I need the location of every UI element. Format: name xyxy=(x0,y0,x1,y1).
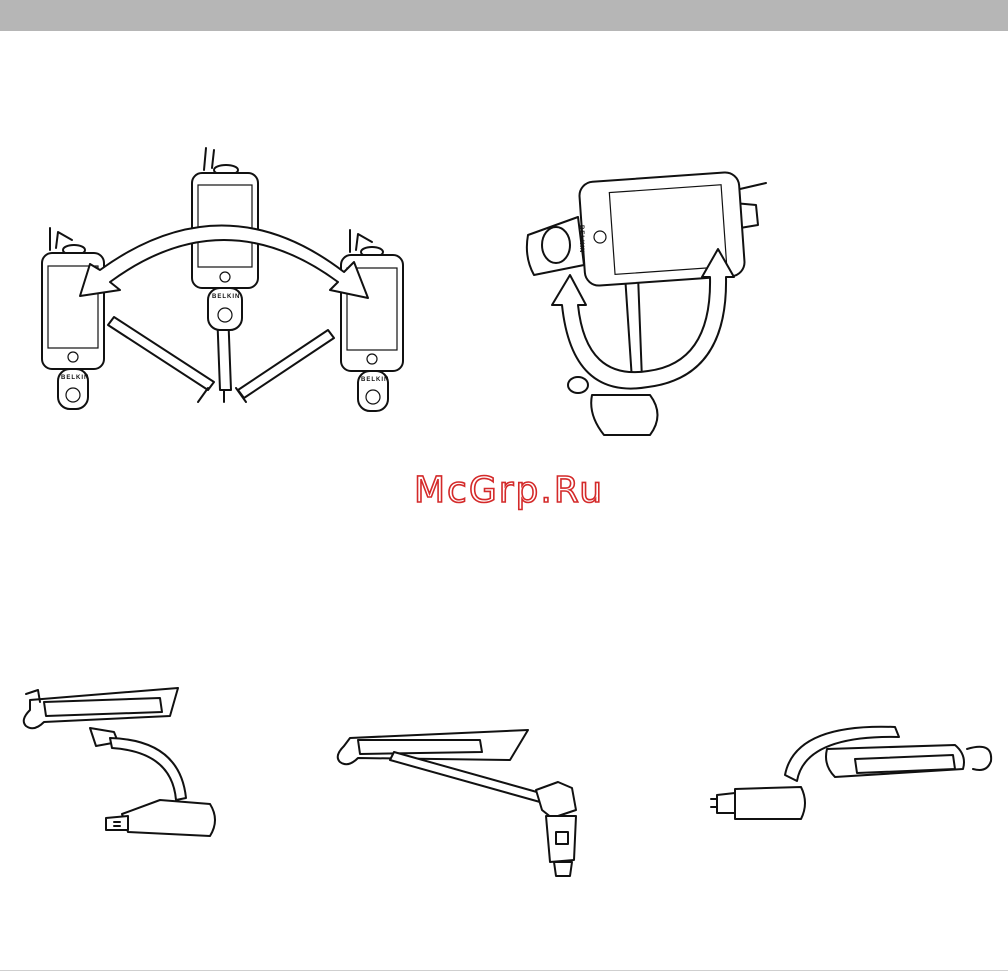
brand-logo: BELKIN xyxy=(212,294,240,300)
brand-logo: BELKIN xyxy=(361,377,389,383)
car-mount-right-illustration xyxy=(705,715,1000,835)
brand-logo: BELKIN xyxy=(578,225,584,253)
page-footer-rule xyxy=(0,970,1008,971)
swivel-rotation-illustration: BELKIN BELKIN BELKIN xyxy=(28,140,418,430)
watermark-text: McGrp.Ru xyxy=(414,470,604,511)
portrait-landscape-rotation-illustration: BELKIN xyxy=(520,165,780,445)
brand-logo: BELKIN xyxy=(61,375,89,381)
car-mount-left-illustration xyxy=(10,680,230,850)
header-bar xyxy=(0,0,1008,31)
car-mount-center-illustration xyxy=(330,720,610,885)
watermark: McGrp.Ru xyxy=(404,462,614,514)
